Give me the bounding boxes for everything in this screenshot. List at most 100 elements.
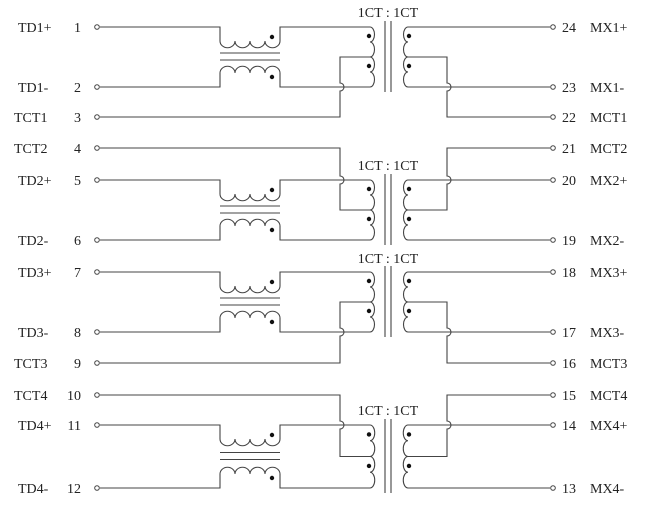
pin-number-left: 5 [74, 174, 81, 189]
pin-terminal-icon [550, 269, 556, 275]
secondary-center-tap [408, 56, 550, 118]
primary-center-tap [100, 394, 370, 458]
pin-name-left: TD2- [18, 234, 49, 249]
primary-center-tap [100, 56, 370, 118]
pin-terminal-icon [94, 177, 100, 183]
polarity-dot-icon [269, 74, 275, 80]
polarity-dot-icon [406, 308, 412, 314]
choke-upper-winding [100, 424, 370, 447]
polarity-dot-icon [366, 432, 372, 437]
pin-number-right: 17 [562, 326, 576, 341]
pin-name-right: MX4+ [590, 419, 628, 434]
pin-number-right: 14 [562, 419, 576, 434]
polarity-dot-icon [269, 227, 275, 233]
pin-terminal-icon [94, 392, 100, 398]
polarity-dot-icon [366, 33, 372, 39]
pin-number-left: 6 [74, 234, 81, 249]
ratio-label: 1CT : 1CT [358, 159, 419, 174]
polarity-dot-icon [269, 432, 275, 438]
pin-number-right: 24 [562, 21, 576, 36]
pin-name-right: MX2+ [590, 174, 628, 189]
choke-lower-winding [100, 466, 370, 489]
primary-center-tap [100, 301, 370, 364]
pin-terminal-icon [94, 422, 100, 428]
pin-number-left: 4 [74, 142, 81, 157]
secondary-center-tap [408, 394, 550, 458]
pin-name-right: MX3+ [590, 266, 628, 281]
polarity-dot-icon [406, 463, 412, 469]
polarity-dot-icon [269, 187, 275, 193]
pin-number-left: 7 [74, 266, 81, 281]
pin-name-left: TD1- [18, 81, 49, 96]
transformer-core [384, 419, 392, 493]
pin-number-right: 16 [562, 357, 576, 372]
pin-terminal-icon [94, 145, 100, 151]
polarity-dot-icon [406, 432, 412, 437]
polarity-dot-icon [269, 475, 275, 481]
pin-name-left: TD4+ [18, 419, 52, 434]
pin-number-right: 22 [562, 111, 576, 126]
polarity-dot-icon [406, 63, 412, 69]
transformer-core [384, 174, 392, 245]
pin-terminal-icon [550, 145, 556, 151]
pin-number-left: 8 [74, 326, 81, 341]
pin-terminal-icon [94, 329, 100, 335]
pin-number-left: 11 [68, 419, 81, 434]
pin-number-right: 19 [562, 234, 576, 249]
pin-name-right: MCT3 [590, 357, 627, 372]
pin-terminal-icon [550, 392, 556, 398]
polarity-dot-icon [269, 319, 275, 325]
pin-terminal-icon [550, 329, 556, 335]
pin-name-right: MX1- [590, 81, 625, 96]
pin-terminal-icon [94, 24, 100, 30]
pin-name-right: MX1+ [590, 21, 628, 36]
secondary-center-tap [408, 301, 550, 364]
pin-terminal-icon [550, 485, 556, 491]
pin-number-right: 20 [562, 174, 576, 189]
pin-number-left: 1 [74, 21, 81, 36]
choke-lower-winding [100, 218, 370, 241]
pin-terminal-icon [94, 84, 100, 90]
pin-number-right: 13 [562, 482, 576, 497]
polarity-dot-icon [269, 34, 275, 40]
pin-name-left: TCT4 [14, 389, 47, 404]
pin-number-left: 2 [74, 81, 81, 96]
polarity-dot-icon [406, 33, 412, 39]
pin-number-right: 18 [562, 266, 576, 281]
choke-core [220, 451, 280, 461]
secondary-leads [408, 26, 550, 88]
polarity-dot-icon [406, 186, 412, 192]
pin-number-left: 12 [67, 482, 81, 497]
secondary-center-tap [408, 147, 550, 211]
choke-lower-winding [100, 310, 370, 333]
pin-name-left: TCT2 [14, 142, 47, 157]
pin-name-right: MX3- [590, 326, 625, 341]
pin-number-left: 9 [74, 357, 81, 372]
polarity-dot-icon [366, 63, 372, 69]
polarity-dot-icon [366, 308, 372, 314]
choke-upper-winding [100, 179, 370, 202]
polarity-dot-icon [366, 216, 372, 222]
pin-number-left: 10 [67, 389, 81, 404]
pin-name-left: TD4- [18, 482, 49, 497]
choke-lower-winding [100, 65, 370, 88]
pin-name-right: MCT4 [590, 389, 627, 404]
ratio-label: 1CT : 1CT [358, 252, 419, 267]
pin-name-left: TD2+ [18, 174, 52, 189]
pin-terminal-icon [550, 177, 556, 183]
pin-terminal-icon [550, 422, 556, 428]
pin-name-right: MCT2 [590, 142, 627, 157]
polarity-dot-icon [366, 278, 372, 284]
polarity-dot-icon [269, 279, 275, 285]
pin-terminal-icon [550, 114, 556, 120]
secondary-leads [408, 179, 550, 241]
pin-number-right: 23 [562, 81, 576, 96]
pin-name-left: TD3- [18, 326, 49, 341]
pin-terminal-icon [550, 84, 556, 90]
